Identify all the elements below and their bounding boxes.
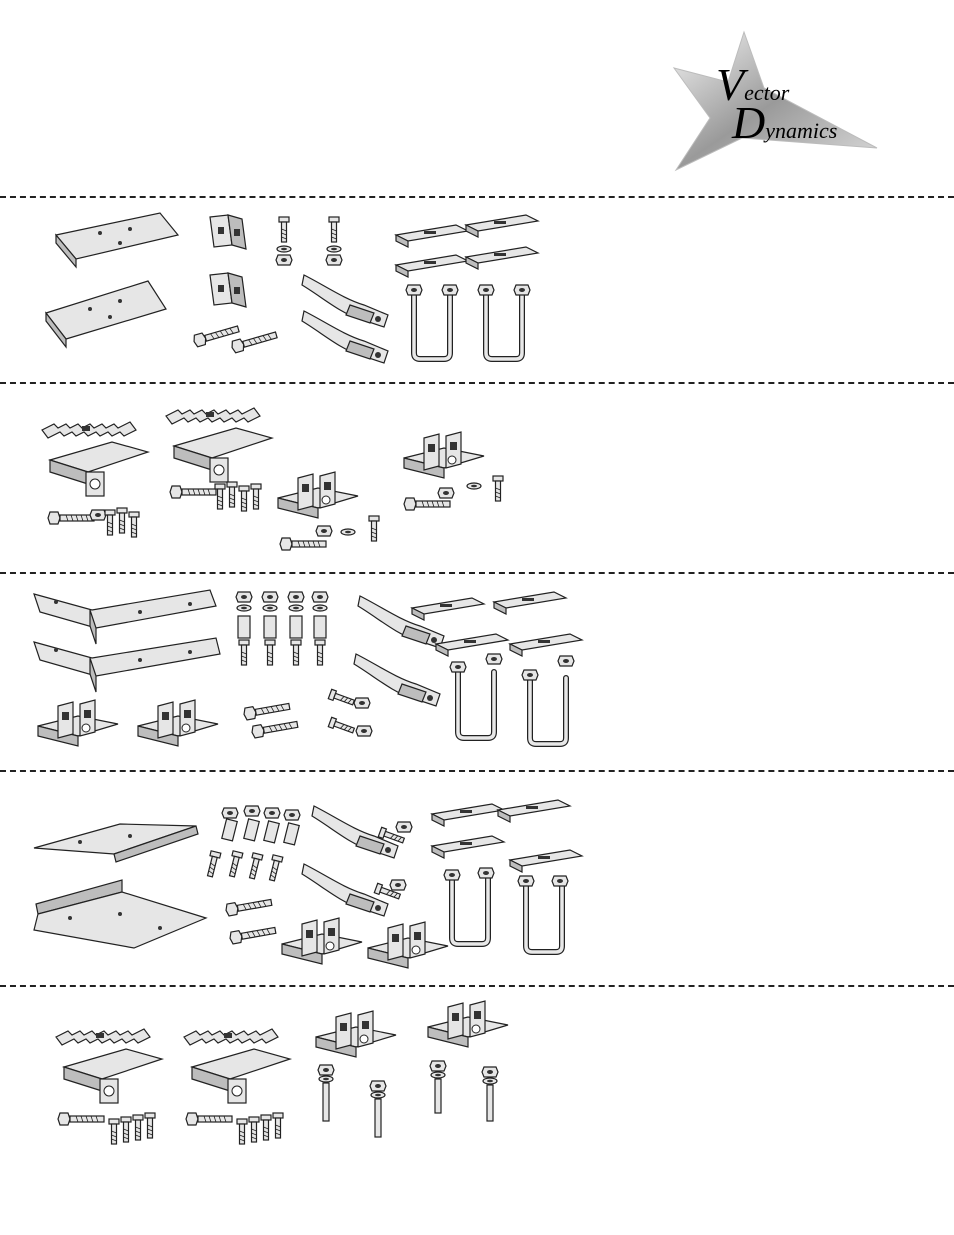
clevis-bracket-icon: [282, 918, 448, 968]
saddle-plate-icon: [412, 592, 582, 656]
hex-bolt-icon: [225, 896, 276, 944]
section-divider: [0, 770, 954, 772]
long-plate-icon: [46, 213, 178, 347]
section-divider: [0, 196, 954, 198]
kit-4-parts-illustration: [20, 780, 600, 978]
section-divider: [0, 985, 954, 987]
angle-bracket-icon: [210, 215, 246, 307]
carriage-bolt-icon: [374, 822, 412, 901]
clevis-bracket-icon: [316, 1001, 508, 1057]
clevis-bracket-icon: [278, 432, 484, 518]
kit-section-3: [20, 582, 600, 762]
hex-bolt-icon: [192, 323, 278, 353]
section-divider: [0, 572, 954, 574]
vector-dynamics-logo: Vector Dynamics: [672, 30, 882, 175]
long-bolt-icon: [318, 1061, 498, 1137]
kit-section-1: [20, 205, 600, 375]
kit-2-parts-illustration: [20, 392, 600, 564]
carriage-bolt-icon: [276, 217, 342, 265]
saddle-plate-icon: [396, 215, 538, 277]
bolt-with-sleeve-icon: [236, 592, 328, 665]
kit-5-parts-illustration: [20, 995, 600, 1160]
strap-icon: [302, 275, 388, 363]
hardware-set-icon: [48, 482, 261, 537]
logo-line-2: Dynamics: [732, 96, 837, 149]
carriage-bolt-icon: [328, 689, 372, 736]
serrated-clamp-icon: [56, 1029, 290, 1103]
kit-section-4: [20, 780, 600, 978]
u-bolt-icon: [450, 654, 574, 744]
kit-1-parts-illustration: [20, 205, 600, 375]
clevis-bracket-icon: [38, 700, 218, 746]
hardware-set-icon: [58, 1113, 283, 1144]
saddle-plate-icon: [432, 800, 582, 872]
u-bolt-icon: [444, 868, 568, 952]
hex-bolt-icon: [243, 700, 298, 738]
logo-rest-ynamics: ynamics: [765, 118, 837, 143]
section-divider: [0, 382, 954, 384]
kit-section-2: [20, 392, 600, 564]
kit-3-parts-illustration: [20, 582, 600, 762]
bolt-with-sleeve-icon: [205, 806, 300, 881]
strap-icon: [302, 806, 398, 916]
kit-section-5: [20, 995, 600, 1160]
angle-plate-icon: [34, 590, 220, 692]
flat-plate-icon: [34, 824, 206, 948]
logo-cap-d: D: [732, 97, 765, 148]
u-bolt-icon: [406, 285, 530, 359]
